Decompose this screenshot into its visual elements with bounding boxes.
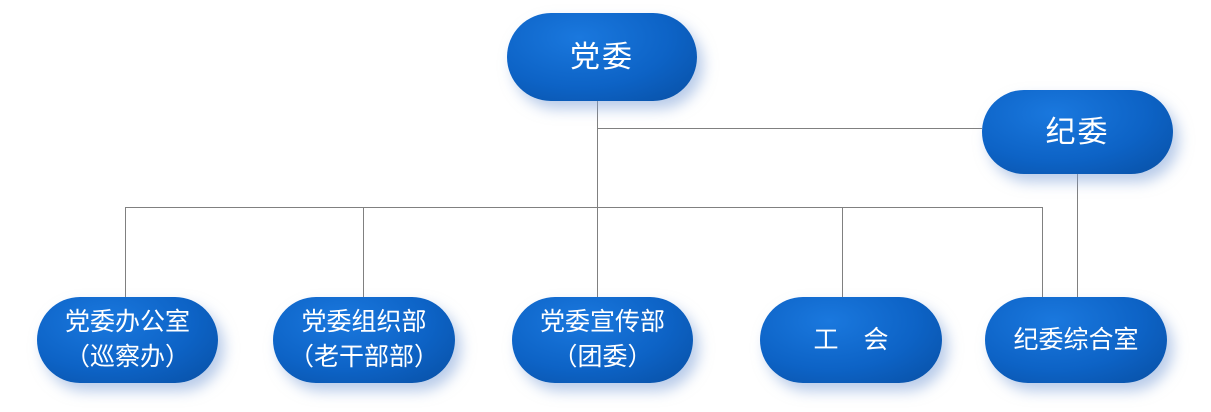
node-label: 党委 xyxy=(570,40,634,74)
node-label-line1: 党委宣传部 xyxy=(539,309,665,336)
node-label-line2: （老干部部） xyxy=(288,344,439,371)
node-label-line1: 党委办公室 xyxy=(64,309,190,336)
org-node-labor-union: 工 会 xyxy=(760,297,942,383)
node-label: 纪委 xyxy=(1045,115,1110,149)
org-node-party-committee: 党委 xyxy=(507,13,697,101)
connector-horizontal-bar xyxy=(125,207,1042,208)
connector-drop-discipline-office xyxy=(1042,207,1043,297)
node-label-line1: 党委组织部 xyxy=(301,309,427,336)
org-node-discipline-committee: 纪委 xyxy=(982,90,1173,174)
org-node-publicity-dept: 党委宣传部 （团委） xyxy=(512,297,693,383)
org-node-organization-dept: 党委组织部 （老干部部） xyxy=(273,297,455,383)
connector-drop-labor-union xyxy=(842,207,843,297)
connector-drop-organization-dept xyxy=(363,207,364,297)
org-node-discipline-office: 纪委综合室 xyxy=(985,297,1167,383)
node-label-line1: 工 会 xyxy=(813,326,889,354)
connector-root-to-discipline xyxy=(597,128,982,129)
org-node-party-office: 党委办公室 （巡察办） xyxy=(37,297,218,383)
node-label-line2: （巡察办） xyxy=(64,344,190,371)
connector-drop-party-office xyxy=(125,207,126,297)
connector-root-vertical xyxy=(597,101,598,297)
node-label-line2: （团委） xyxy=(552,344,653,371)
connector-discipline-to-office xyxy=(1077,173,1078,297)
node-label-line1: 纪委综合室 xyxy=(1013,326,1139,354)
